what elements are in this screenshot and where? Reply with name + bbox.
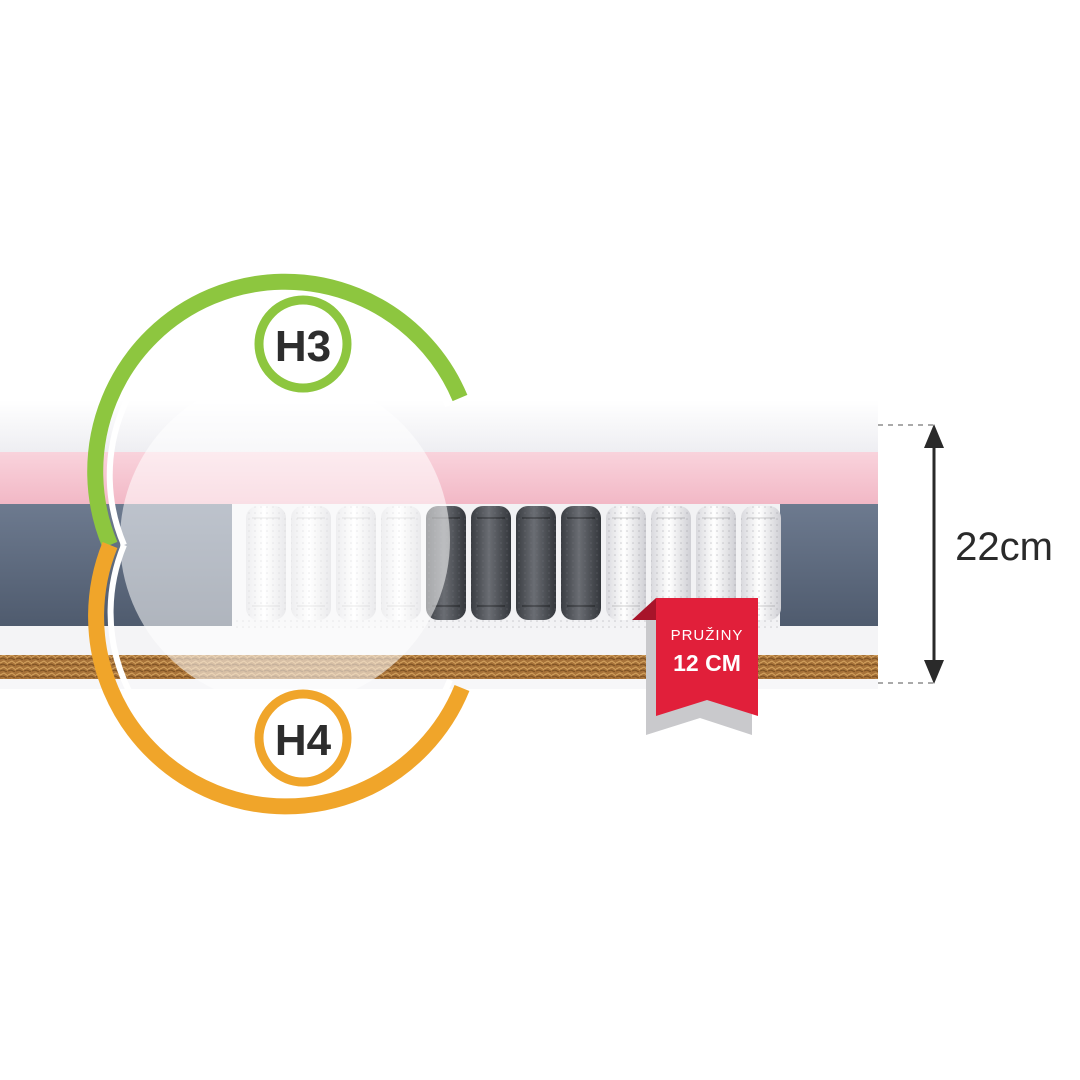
height-arrow-up-icon bbox=[924, 424, 944, 448]
firmness-arc-orange bbox=[88, 542, 470, 815]
springs-badge: PRUŽINY 12 CM bbox=[632, 598, 758, 735]
firmness-label-bottom: H4 bbox=[275, 716, 332, 765]
firmness-badge-h4: H4 bbox=[254, 689, 352, 787]
ring-inner-highlight bbox=[120, 375, 450, 705]
springs-badge-line2: 12 CM bbox=[673, 650, 741, 676]
firmness-arc-green bbox=[87, 273, 468, 549]
springs-badge-ribbon bbox=[656, 598, 758, 716]
height-dimension: 22cm bbox=[878, 424, 1053, 684]
pocket-spring bbox=[561, 506, 601, 620]
ring-inner-line-top bbox=[106, 296, 451, 547]
top-cover-edge bbox=[0, 400, 878, 452]
pocket-spring bbox=[651, 506, 691, 620]
pocket-spring bbox=[516, 506, 556, 620]
height-label: 22cm bbox=[955, 525, 1053, 569]
height-arrow-down-icon bbox=[924, 660, 944, 684]
springs-badge-line1: PRUŽINY bbox=[671, 627, 744, 644]
bottom-cover-layer bbox=[0, 679, 878, 689]
firmness-badge-h3: H3 bbox=[254, 295, 352, 393]
pocket-spring bbox=[471, 506, 511, 620]
pocket-spring bbox=[741, 506, 781, 620]
pocket-spring bbox=[606, 506, 646, 620]
ring-inner-line-bottom bbox=[107, 543, 453, 792]
firmness-ring: H3 H4 bbox=[87, 273, 470, 815]
firmness-label-top: H3 bbox=[275, 322, 331, 371]
springs-badge-fold bbox=[632, 598, 656, 620]
pocket-spring bbox=[696, 506, 736, 620]
